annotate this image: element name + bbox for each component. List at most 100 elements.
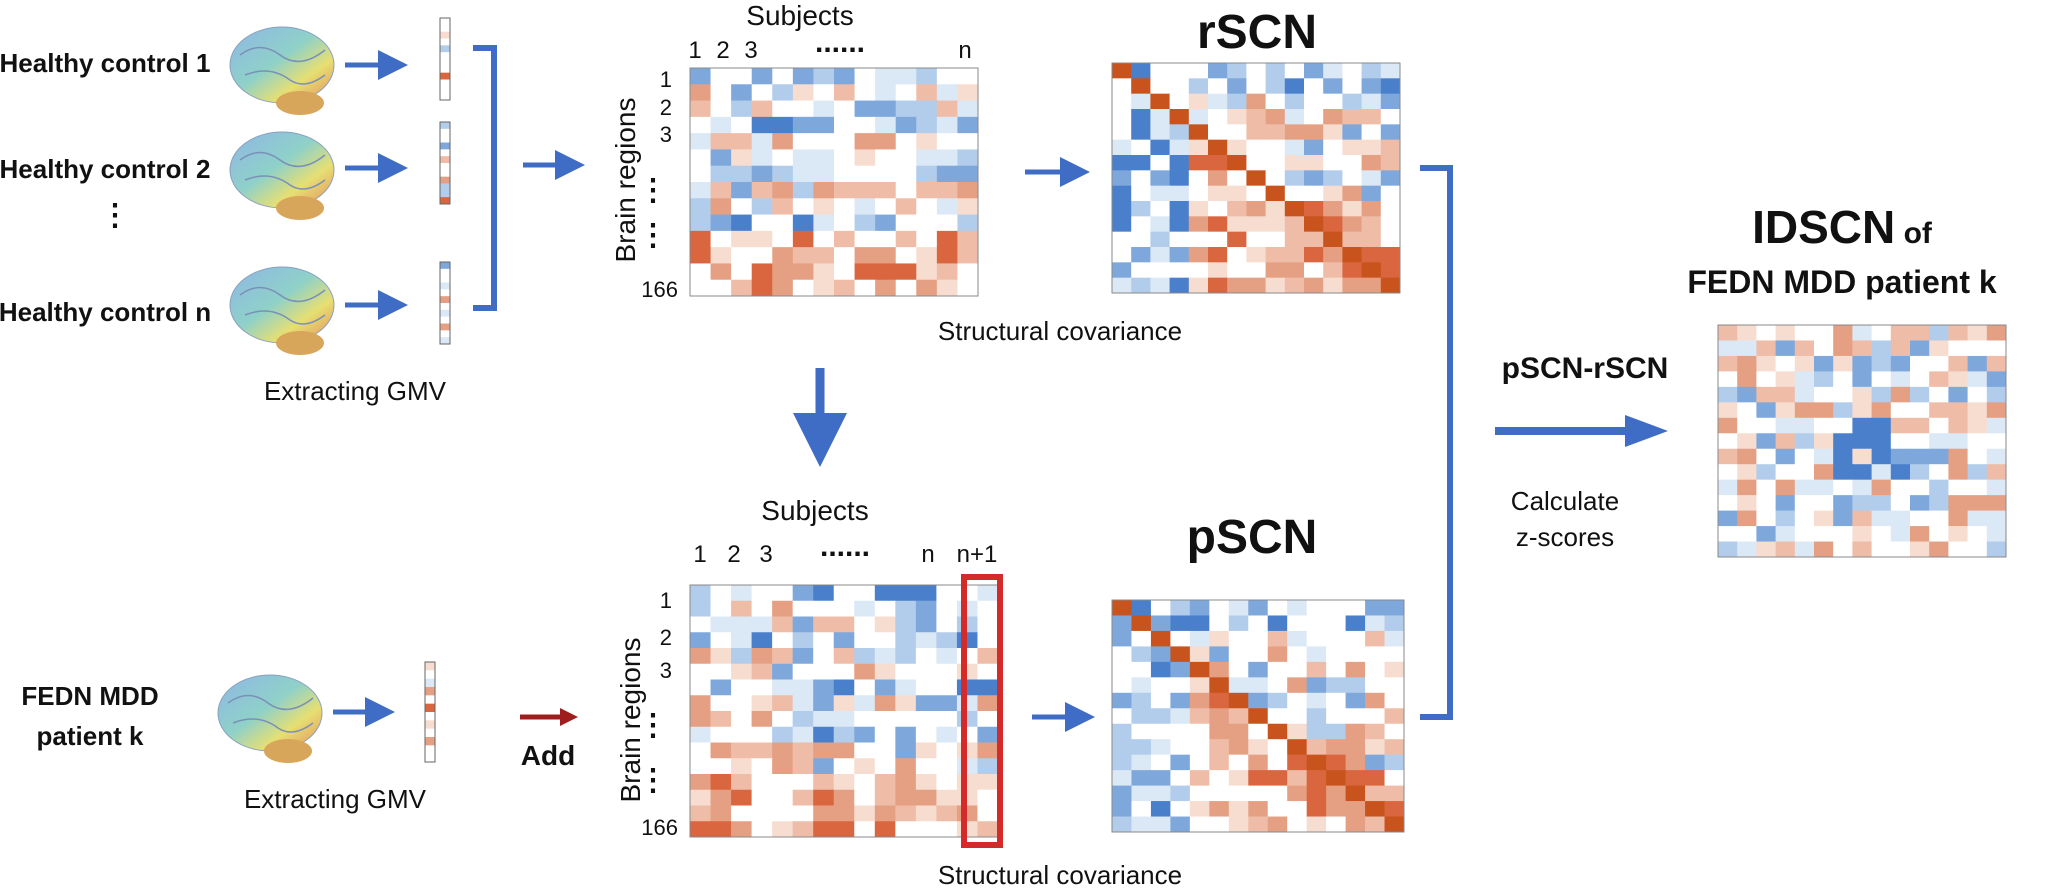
heatmap-cell bbox=[1323, 247, 1343, 263]
heatmap-cell bbox=[977, 726, 999, 743]
heatmap-cell bbox=[1112, 216, 1132, 233]
heatmap-cell bbox=[1170, 754, 1191, 771]
heatmap-cell bbox=[957, 165, 979, 183]
heatmap-cell bbox=[1775, 479, 1796, 496]
heatmap-cell bbox=[895, 585, 917, 602]
heatmap-cell bbox=[710, 805, 732, 822]
heatmap-cell bbox=[875, 247, 897, 264]
heatmap-cell bbox=[751, 214, 773, 232]
heatmap-cell bbox=[1326, 754, 1347, 771]
heatmap-cell bbox=[936, 711, 958, 728]
heatmap-cell bbox=[1365, 801, 1386, 818]
heatmap-cell bbox=[751, 68, 773, 85]
heatmap-cell bbox=[1323, 78, 1343, 95]
heatmap-cell bbox=[1852, 495, 1873, 512]
heatmap-cell bbox=[1227, 109, 1247, 125]
heatmap-cell bbox=[874, 726, 896, 743]
heatmap-cell bbox=[875, 214, 897, 232]
heatmap-cell bbox=[1284, 139, 1305, 156]
heatmap-cell bbox=[1833, 325, 1853, 341]
heatmap-cell bbox=[874, 805, 896, 822]
heatmap-cell bbox=[854, 149, 876, 167]
heatmap-cell bbox=[751, 648, 773, 665]
heatmap-cell bbox=[1170, 677, 1191, 694]
heatmap-cell bbox=[1345, 785, 1366, 802]
heatmap-cell bbox=[1267, 600, 1288, 616]
heatmap-cell bbox=[690, 742, 712, 759]
heatmap-cell bbox=[1306, 630, 1327, 647]
heatmap-cell bbox=[1188, 139, 1209, 156]
heatmap-cell bbox=[1267, 801, 1288, 818]
vector-cell bbox=[440, 323, 450, 331]
heatmap-cell bbox=[1380, 231, 1401, 248]
heatmap-cell bbox=[1112, 78, 1132, 95]
heatmap-cell bbox=[1287, 785, 1308, 802]
heatmap-cell bbox=[1246, 247, 1267, 263]
heatmap-cell bbox=[792, 198, 814, 216]
heatmap-cell bbox=[1131, 124, 1151, 141]
heatmap-cell bbox=[1365, 615, 1386, 632]
heatmap-cell bbox=[1814, 479, 1834, 496]
heatmap-cell bbox=[1323, 155, 1343, 171]
heatmap-cell bbox=[751, 632, 773, 649]
heatmap-cell bbox=[751, 805, 773, 822]
heatmap-cell bbox=[1948, 433, 1969, 450]
heatmap-cell bbox=[956, 726, 978, 743]
heatmap-cell bbox=[1209, 785, 1230, 802]
heatmap-cell bbox=[956, 585, 978, 602]
heatmap-cell bbox=[751, 789, 773, 806]
heatmap-cell bbox=[875, 263, 897, 281]
heatmap-cell bbox=[936, 133, 958, 150]
heatmap-cell bbox=[1287, 816, 1308, 833]
heatmap-cell bbox=[1967, 402, 1988, 419]
heatmap-cell bbox=[1209, 754, 1230, 771]
row-axis-label: Brain regions bbox=[610, 98, 641, 263]
heatmap-cell bbox=[731, 230, 753, 248]
heatmap-cell bbox=[1208, 247, 1228, 263]
heatmap-cell bbox=[1775, 340, 1796, 357]
heatmap-cell bbox=[1112, 124, 1132, 141]
heatmap-cell bbox=[1342, 262, 1363, 279]
heatmap-cell bbox=[956, 632, 978, 649]
heatmap-cell bbox=[1284, 63, 1305, 79]
heatmap-cell bbox=[1306, 677, 1327, 694]
heatmap-cell bbox=[1284, 262, 1305, 279]
heatmap-cell bbox=[731, 789, 753, 806]
vector-cell bbox=[440, 309, 450, 318]
heatmap-cell bbox=[813, 133, 835, 150]
heatmap-cell bbox=[1112, 646, 1132, 663]
heatmap-cell bbox=[895, 695, 917, 712]
heatmap-cell bbox=[1228, 630, 1249, 647]
heatmap-cell bbox=[1775, 402, 1796, 419]
heatmap-cell bbox=[751, 821, 773, 838]
heatmap-cell bbox=[1929, 464, 1949, 481]
row-label: 3 bbox=[660, 658, 672, 683]
heatmap-cell bbox=[1150, 63, 1171, 79]
heatmap-cell bbox=[1365, 754, 1386, 771]
heatmap-cell bbox=[1365, 770, 1386, 787]
vector-cell bbox=[425, 712, 435, 721]
heatmap-cell bbox=[1967, 495, 1988, 512]
heatmap-cell bbox=[1833, 495, 1853, 512]
bottom-subject-matrix-section: Subjects 1 2 3 ...... n n+1 Brain region… bbox=[615, 495, 1182, 890]
heatmap-cell bbox=[895, 616, 917, 633]
vector-cell bbox=[440, 296, 450, 304]
heatmap-cell bbox=[1227, 170, 1247, 187]
heatmap-cell bbox=[772, 648, 794, 665]
heatmap-cell bbox=[977, 789, 999, 806]
heatmap-cell bbox=[833, 616, 855, 633]
heatmap-cell bbox=[895, 805, 917, 822]
heatmap-cell bbox=[1112, 739, 1132, 756]
heatmap-cell bbox=[1306, 692, 1327, 709]
heatmap-cell bbox=[1929, 541, 1949, 558]
heatmap-cell bbox=[916, 116, 938, 134]
heatmap-cell bbox=[1948, 510, 1969, 527]
heatmap-border bbox=[1111, 599, 1405, 833]
heatmap-cell bbox=[1246, 277, 1267, 294]
heatmap-cell bbox=[1306, 785, 1327, 802]
heatmap-cell bbox=[854, 68, 876, 85]
heatmap-cell bbox=[1208, 63, 1228, 79]
heatmap-cell bbox=[1228, 677, 1249, 694]
heatmap-cell bbox=[1228, 770, 1249, 787]
heatmap-cell bbox=[813, 230, 835, 248]
